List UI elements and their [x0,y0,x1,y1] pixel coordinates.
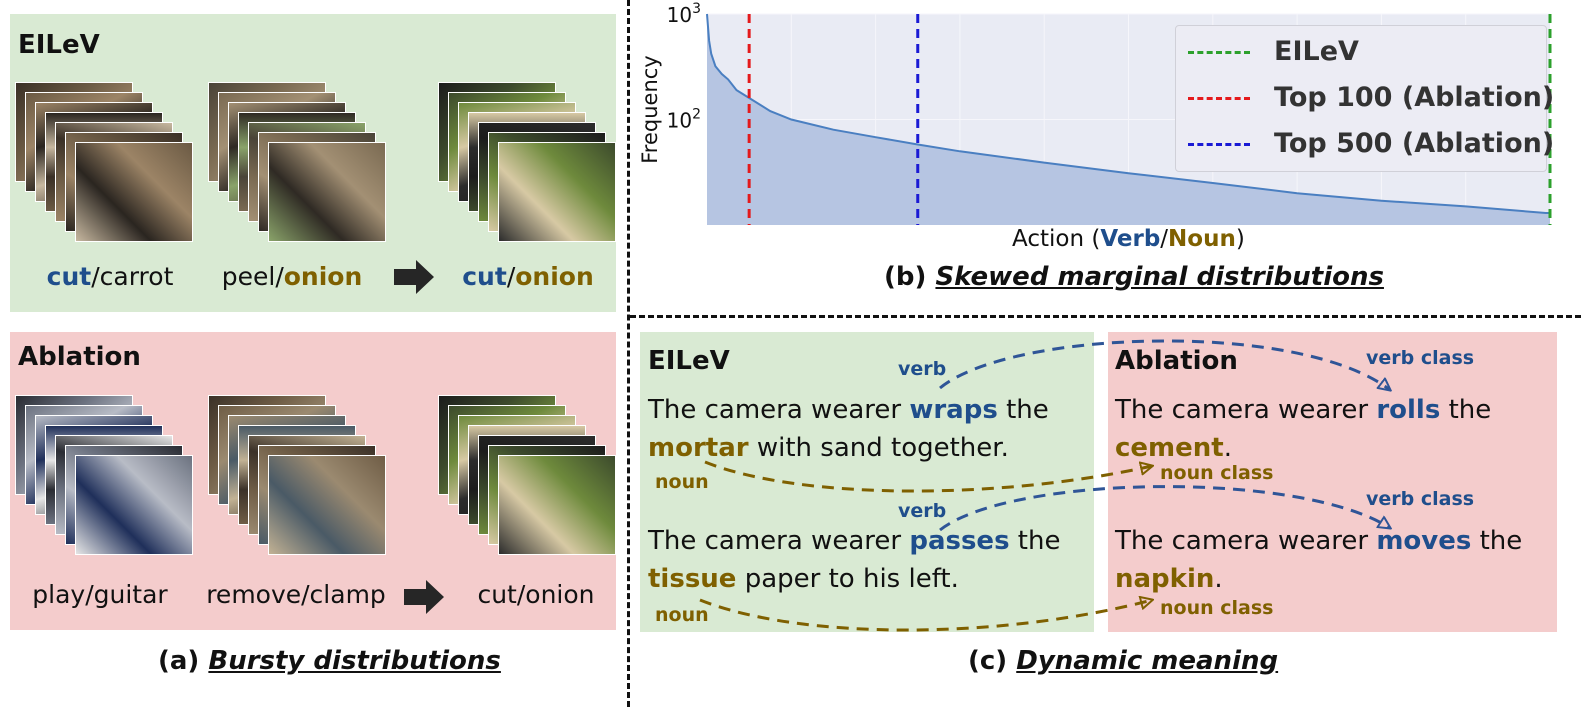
video-frame [268,455,386,555]
eilev-sentence-1: The camera wearer wraps the mortar with … [648,391,1049,467]
ablation-caption-1: play/guitar [32,580,168,609]
y-axis-label: Frequency [638,55,662,164]
verb-text: cut [46,262,92,291]
sentence-text: The camera wearer [1115,395,1377,425]
eilev-caption-3: cut/onion [458,262,598,291]
noun-text: cement [1115,433,1224,463]
legend-label: Top 500 (Ablation) [1274,128,1555,159]
noun-text: onion [515,262,594,291]
sentence-text: with sand together. [748,433,1009,463]
eilev-caption-1: cut/carrot [40,262,180,291]
verb-text: rolls [1376,395,1441,425]
verb-arrow [939,485,1390,532]
panel-c-eilev-title: EILeV [648,346,730,376]
xlabel-part: Action ( [1012,226,1101,252]
sentence-text: The camera wearer [1115,526,1377,556]
label-prefix: (c) [968,646,1017,676]
chart-legend: EILeV Top 100 (Ablation) Top 500 (Ablati… [1175,25,1554,172]
sentence-text: The camera wearer [648,526,910,556]
legend-label: EILeV [1274,36,1359,67]
label-prefix: (b) [884,262,936,292]
sentence-text: the [1471,526,1523,556]
legend-label: Top 100 (Ablation) [1274,82,1555,113]
xlabel-noun: Noun [1168,226,1236,252]
chart-xlabel: Action (Verb/Noun) [1012,226,1245,252]
eilev-panel-c: EILeV [640,332,1094,632]
separator: / [506,262,516,291]
eilev-caption-2: peel/onion [218,262,366,291]
verb-text: passes [909,526,1010,556]
xlabel-verb: Verb [1100,226,1161,252]
arrow-right-icon [404,580,444,614]
legend-swatch [1188,51,1250,54]
vertical-divider [627,0,630,707]
video-frame [75,455,193,555]
panel-b-label: (b) Skewed marginal distributions [884,262,1384,292]
noun-class-tag: noun class [1160,462,1274,484]
sentence-text: The camera wearer [648,395,910,425]
noun-class-tag: noun class [1160,597,1274,619]
video-frame [268,142,386,242]
ablation-panel-c: Ablation [1108,332,1557,632]
noun-text: mortar [648,433,749,463]
horizontal-divider [630,315,1581,318]
legend-item-eilev: EILeV [1188,36,1359,67]
sentence-text: paper to his left. [736,564,959,594]
label-prefix: (a) [158,646,209,676]
video-frame [498,142,616,242]
verb-class-tag: verb class [1366,488,1475,510]
noun-arrow [704,460,1152,493]
panel-a-eilev-title: EILeV [18,30,100,60]
sentence-text: the [1009,526,1061,556]
panel-c-label: (c) Dynamic meaning [968,646,1278,676]
verb-class-tag: verb class [1366,347,1475,369]
panel-c-ablation-title: Ablation [1115,346,1238,376]
label-text: Skewed marginal distributions [935,262,1384,292]
verb-tag: verb [898,500,947,522]
ablation-sentence-2: The camera wearer moves the napkin. [1115,522,1522,598]
noun-text: carrot [99,262,174,291]
xlabel-part: / [1160,226,1169,252]
panel-a-label: (a) Bursty distributions [158,646,501,676]
ablation-caption-2: remove/clamp [206,580,386,609]
verb-text: wraps [909,395,998,425]
verb-tag: verb [898,358,947,380]
noun-text: napkin [1115,564,1215,594]
video-frame [75,142,193,242]
legend-item-top500: Top 500 (Ablation) [1188,128,1554,159]
ablation-sentence-1: The camera wearer rolls the cement. [1115,391,1491,467]
noun-tag: noun [655,471,709,493]
label-text: Bursty distributions [208,646,501,676]
label-text: Dynamic meaning [1016,646,1279,676]
legend-item-top100: Top 100 (Ablation) [1188,82,1554,113]
arrow-right-icon [394,260,434,294]
noun-arrow [699,600,1152,632]
panel-a-ablation-title: Ablation [18,342,141,372]
legend-swatch [1188,97,1250,100]
noun-text: tissue [648,564,737,594]
separator: / [91,262,100,291]
verb-text: peel [221,262,276,291]
sentence-text: . [1214,564,1223,594]
sentence-text: the [997,395,1049,425]
legend-swatch [1188,143,1250,146]
noun-text: onion [283,262,363,291]
sentence-text: the [1440,395,1492,425]
ablation-caption-3: cut/onion [477,580,595,609]
verb-text: moves [1376,526,1472,556]
verb-arrow [939,339,1390,390]
xlabel-part: ) [1235,226,1245,252]
separator: / [275,262,284,291]
video-frame [498,455,616,555]
noun-tag: noun [655,604,709,626]
eilev-sentence-2: The camera wearer passes the tissue pape… [648,522,1060,598]
sentence-text: . [1223,433,1232,463]
verb-text: cut [462,262,507,291]
frequency-line [706,13,1550,214]
